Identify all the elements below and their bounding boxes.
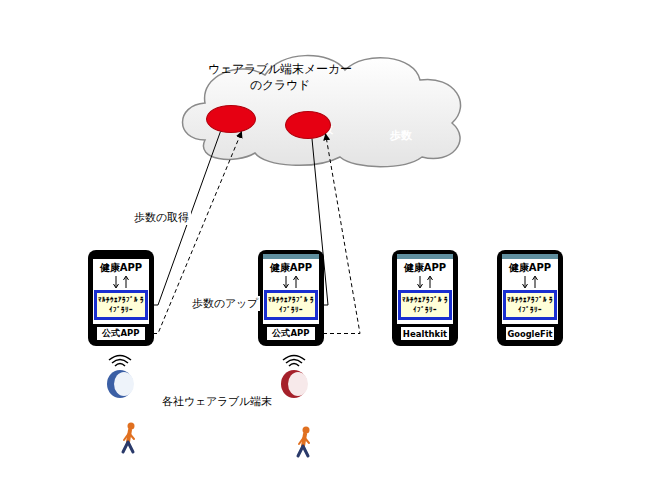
box-text: Healthkit: [403, 329, 447, 339]
library-box: ﾏﾙﾁｳｪｱﾗﾌﾞﾙ ﾗｲﾌﾞﾗﾘｰ: [398, 290, 452, 320]
watch-blue: [107, 370, 134, 398]
watch-red: [281, 370, 308, 398]
app-box: GoogleFit: [505, 326, 555, 341]
box-text: ﾏﾙﾁｳｪｱﾗﾌﾞﾙ ﾗｲﾌﾞﾗﾘｰ: [401, 295, 449, 315]
device-caption: 各社ウェアラブル端末: [160, 394, 274, 409]
box-text: 公式APP: [102, 328, 139, 340]
phone-header: [263, 254, 319, 259]
data-ellipse: 歩数: [285, 111, 331, 139]
smartphone: 健康APP ﾏﾙﾁｳｪｱﾗﾌﾞﾙ ﾗｲﾌﾞﾗﾘｰ 公式APP: [258, 250, 324, 346]
box-text: ﾏﾙﾁｳｪｱﾗﾌﾞﾙ ﾗｲﾌﾞﾗﾘｰ: [97, 295, 145, 315]
smartphone: 健康APP ﾏﾙﾁｳｪｱﾗﾌﾞﾙ ﾗｲﾌﾞﾗﾘｰ Healthkit: [392, 250, 458, 346]
box-text: 歩数: [326, 128, 476, 144]
app-name: 健康APP: [258, 262, 324, 274]
app-name: 健康APP: [497, 262, 563, 274]
cloud-shape: ウェアラブル端末メーカー のクラウド歩数歩数: [165, 45, 475, 170]
walker: [123, 423, 135, 453]
app-box: 公式APP: [96, 326, 146, 341]
upload-arrow: [316, 134, 360, 334]
smartphone: 健康APP ﾏﾙﾁｳｪｱﾗﾌﾞﾙ ﾗｲﾌﾞﾗﾘｰ 公式APP: [88, 250, 154, 346]
edge-label: 歩数の取得: [132, 210, 191, 225]
fetch-arrow: [312, 139, 328, 305]
walker: [298, 427, 310, 457]
wifi-signal: [109, 356, 305, 367]
library-box: ﾏﾙﾁｳｪｱﾗﾌﾞﾙ ﾗｲﾌﾞﾗﾘｰ: [94, 290, 148, 320]
phone-header: [397, 254, 453, 259]
app-box: Healthkit: [400, 326, 450, 341]
smartphone: 健康APP ﾏﾙﾁｳｪｱﾗﾌﾞﾙ ﾗｲﾌﾞﾗﾘｰ GoogleFit: [497, 250, 563, 346]
edge-label: 歩数のアップ: [190, 296, 260, 311]
phone-header: [502, 254, 558, 259]
box-text: GoogleFit: [507, 329, 552, 339]
data-ellipse: 歩数: [206, 105, 256, 133]
app-box: 公式APP: [266, 326, 316, 341]
cloud-title: ウェアラブル端末メーカー のクラウド: [205, 61, 355, 93]
app-name: 健康APP: [88, 262, 154, 274]
library-box: ﾏﾙﾁｳｪｱﾗﾌﾞﾙ ﾗｲﾌﾞﾗﾘｰ: [264, 290, 318, 320]
library-box: ﾏﾙﾁｳｪｱﾗﾌﾞﾙ ﾗｲﾌﾞﾗﾘｰ: [503, 290, 557, 320]
box-text: ﾏﾙﾁｳｪｱﾗﾌﾞﾙ ﾗｲﾌﾞﾗﾘｰ: [506, 295, 554, 315]
box-text: ﾏﾙﾁｳｪｱﾗﾌﾞﾙ ﾗｲﾌﾞﾗﾘｰ: [267, 295, 315, 315]
box-text: 公式APP: [272, 328, 309, 340]
app-name: 健康APP: [392, 262, 458, 274]
